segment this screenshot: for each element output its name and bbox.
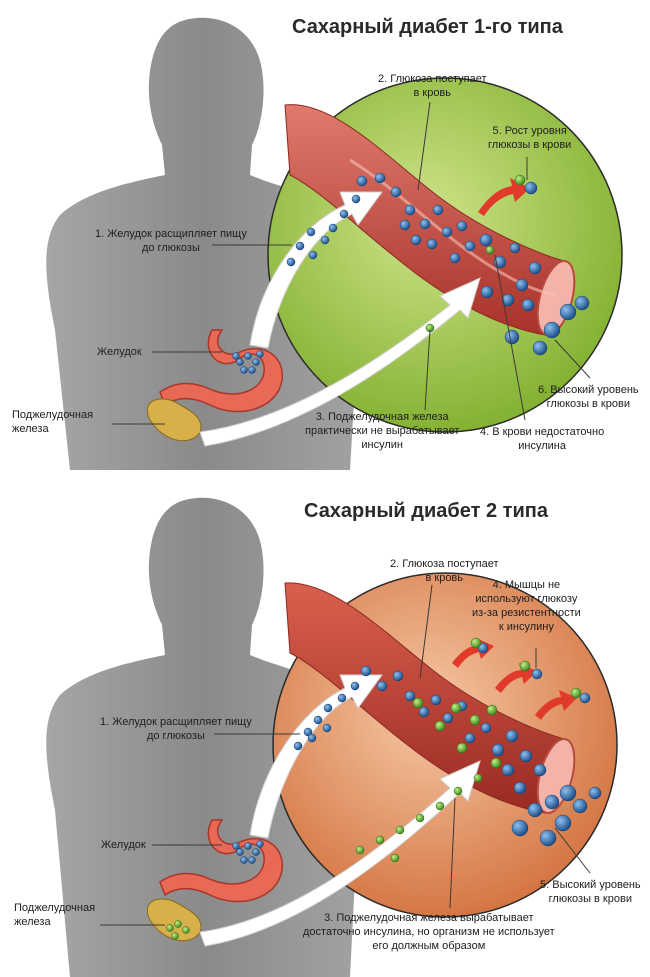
pancreas [147, 398, 202, 442]
label-stomach-breaks: 1. Желудок расщипляет пищу до глюкозы [95, 228, 247, 254]
label-pancreas-insulin: 3. Поджелудочная железа вырабатывает дос… [303, 912, 555, 952]
label-glucose-enters: 2. Глюкоза поступает в кровь [378, 73, 487, 99]
label-pancreas: Поджелудочная железа [12, 409, 94, 435]
flow-arrows [199, 191, 481, 447]
human-silhouette [46, 17, 360, 470]
flow-arrows [199, 674, 481, 947]
leader-lines [112, 101, 591, 425]
glucose-particles [232, 642, 602, 864]
label-stomach: Желудок [97, 346, 142, 358]
glucose-rise-arrow [478, 178, 530, 216]
type1-illustration [46, 17, 623, 470]
glucose-particles [232, 172, 590, 374]
label-high-glucose: 5. Высокий уровень глюкозы в крови [540, 879, 641, 905]
insulin-particles [425, 174, 526, 333]
label-stomach-breaks: 1. Желудок расщипляет пищу до глюкозы [100, 716, 252, 742]
label-stomach: Желудок [101, 839, 146, 851]
type2-illustration [46, 497, 618, 977]
type2-panel: Сахарный диабет 2 типа 1. Желудок расщип… [0, 488, 650, 977]
label-muscles-resist: 4. Мышцы не используют глюкозу из-за рез… [472, 579, 581, 633]
label-glucose-enters: 2. Глюкоза поступает в кровь [390, 558, 499, 584]
label-high-glucose: 6. Высокий уровень глюкозы в крови [538, 384, 639, 410]
label-low-insulin: 4. В крови недостаточно инсулина [480, 426, 605, 452]
label-glucose-rise: 5. Рост уровня глюкозы в крови [488, 125, 572, 151]
page-title: Сахарный диабет 1-го типа [292, 16, 563, 38]
label-pancreas-no-insulin: 3. Поджелудочная железа практически не в… [305, 411, 460, 451]
insulin-particles [166, 637, 582, 940]
leader-lines [100, 584, 591, 926]
type1-panel: Сахарный диабет 1-го типа 1. Желудок рас… [0, 0, 650, 470]
label-pancreas: Поджелудочная железа [14, 902, 96, 928]
section-title: Сахарный диабет 2 типа [304, 500, 548, 522]
